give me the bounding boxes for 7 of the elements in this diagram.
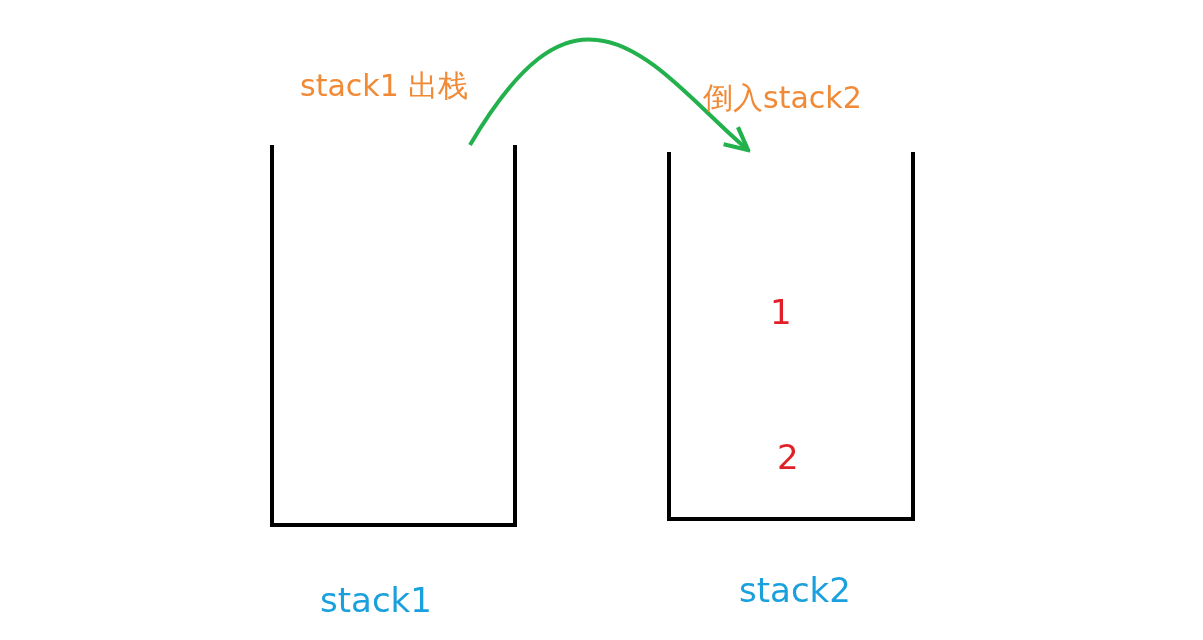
stack-label: stack2 bbox=[739, 570, 851, 610]
operation-label: 倒入stack2 bbox=[703, 79, 862, 117]
operation-label: stack1 出栈 bbox=[300, 67, 469, 105]
curved-arrow bbox=[468, 37, 751, 153]
stack-element: 1 bbox=[770, 292, 792, 332]
stack-element: 2 bbox=[777, 437, 799, 477]
stack-label: stack1 bbox=[320, 580, 432, 620]
